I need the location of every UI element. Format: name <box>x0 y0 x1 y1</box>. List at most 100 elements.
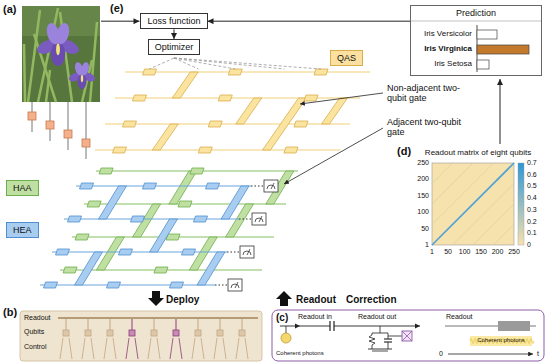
callout-text: Non-adjacent two-qubit gate <box>387 83 469 104</box>
qas-layer <box>95 69 370 153</box>
gauge-needle <box>235 282 238 288</box>
leader-line <box>284 128 383 184</box>
encoding-wire <box>50 129 51 141</box>
gauge-box <box>228 279 242 291</box>
qubit <box>107 330 113 336</box>
qubit-wire <box>40 284 215 285</box>
panel-frame <box>272 310 544 361</box>
single-qubit-gate <box>182 249 196 255</box>
two-qubit-gate <box>169 171 197 204</box>
tick-label: 250 <box>508 248 520 256</box>
single-qubit-gate <box>113 147 127 153</box>
qubit <box>151 330 157 336</box>
colorbar-label: 0.2 <box>527 218 537 226</box>
single-qubit-gate <box>63 267 77 273</box>
control-line <box>82 338 85 359</box>
qubit <box>173 330 179 336</box>
qubit-wire <box>95 149 340 150</box>
resonator <box>220 319 221 330</box>
single-qubit-gate <box>228 69 242 75</box>
encoding-wire <box>32 102 33 112</box>
readout-pulse <box>498 321 530 331</box>
main-diagonal <box>432 163 514 245</box>
step-label: Deploy <box>166 294 199 306</box>
resonator <box>88 319 89 330</box>
control-line <box>69 338 72 359</box>
probability-bar <box>477 60 489 69</box>
qubit-symbol <box>402 331 412 341</box>
gauge-needle <box>259 216 262 222</box>
encoding-gates <box>28 102 90 159</box>
single-qubit-gate <box>80 183 94 189</box>
two-qubit-gate <box>99 186 127 219</box>
two-qubit-gate <box>322 98 348 124</box>
ellipsis-dots <box>251 185 263 186</box>
control-line <box>236 338 239 359</box>
qubit <box>85 330 91 336</box>
gauge-box <box>264 180 278 192</box>
tick-label: 50 <box>421 225 429 233</box>
photon-source <box>281 333 291 343</box>
colorbar-label: 0.4 <box>527 194 537 202</box>
tick-label: 200 <box>417 175 429 183</box>
signal-name: Readout in <box>298 313 332 321</box>
class-name: Iris Virginica <box>424 44 472 54</box>
photo-ground <box>22 6 100 102</box>
leaf-blade <box>46 70 50 102</box>
single-qubit-gate <box>178 201 192 207</box>
resonator <box>154 319 155 330</box>
encoding-wire <box>50 102 51 121</box>
iris-signal <box>81 75 83 83</box>
panel-letter: (e) <box>110 2 123 15</box>
deploy-arrow <box>148 291 164 306</box>
two-qubit-gate <box>150 219 178 252</box>
single-qubit-gate <box>44 282 58 288</box>
readout-circuit <box>272 310 544 361</box>
colorbar-label: 0.7 <box>527 159 537 167</box>
single-qubit-gate <box>123 121 137 127</box>
colorbar-label: 0.6 <box>527 171 537 179</box>
qubit-wire <box>105 123 350 124</box>
single-qubit-gate <box>143 69 157 75</box>
qubit-wire <box>115 97 360 98</box>
control-line <box>60 338 63 359</box>
resonator-wire <box>388 342 389 349</box>
qubit <box>217 330 223 336</box>
single-qubit-gate <box>190 168 204 174</box>
single-qubit-gate <box>206 183 220 189</box>
off-diagonal <box>432 163 473 204</box>
node-text: Optimizer <box>155 42 194 52</box>
single-qubit-gate <box>87 201 101 207</box>
hea-tag: HEA <box>6 222 39 238</box>
source-wire <box>286 326 287 333</box>
qubit-wire <box>64 218 239 219</box>
node-text: HEA <box>13 225 32 235</box>
colorbar-label: 0.5 <box>527 182 537 190</box>
tick-label: 250 <box>417 159 429 167</box>
colorbar-label: 0.3 <box>527 206 537 214</box>
control-line <box>148 338 151 359</box>
panel-letter: (b) <box>3 306 17 319</box>
single-qubit-gate <box>131 216 145 222</box>
dashed-link <box>150 58 175 69</box>
iris-petal <box>80 61 91 76</box>
tick-label: 150 <box>475 248 487 256</box>
two-qubit-gate <box>236 98 262 124</box>
encoding-gate <box>46 121 54 129</box>
two-qubit-gate <box>172 72 198 98</box>
resonator <box>198 319 199 330</box>
qubit-wire <box>76 185 251 186</box>
control-line <box>126 338 129 359</box>
iris-petal <box>51 42 65 66</box>
result-arrow <box>500 79 501 144</box>
single-qubit-gate <box>119 249 133 255</box>
encoding-wire <box>68 138 69 150</box>
qubit-wire <box>52 251 227 252</box>
chip-ground <box>20 311 262 361</box>
leaf-blade <box>28 10 40 102</box>
single-qubit-gate <box>294 121 308 127</box>
iris-photo <box>22 6 100 102</box>
tick-label: 200 <box>492 248 504 256</box>
single-qubit-gate <box>170 282 184 288</box>
control-line <box>170 338 173 359</box>
